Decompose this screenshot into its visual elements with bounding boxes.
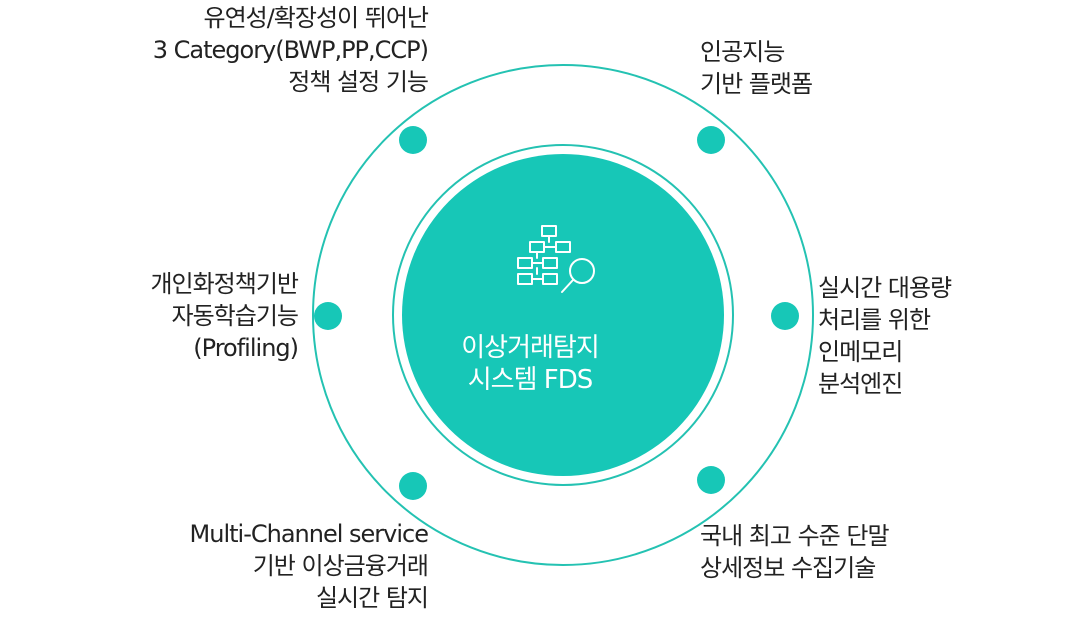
feature-bottom-right-line-2: 상세정보 수집기술 bbox=[700, 554, 876, 582]
center-circle bbox=[402, 154, 724, 476]
feature-middle-right-line-4: 분석엔진 bbox=[818, 370, 903, 398]
org-chart-search-icon bbox=[517, 225, 595, 293]
feature-top-left-line-2: 3 Category(BWP,PP,CCP) bbox=[152, 36, 429, 64]
feature-bottom-left: Multi-Channel service 기반 이상금융거래 실시간 탐지 bbox=[189, 518, 429, 614]
node-dot-bottom-right bbox=[697, 466, 725, 494]
feature-middle-left-line-1: 개인화정책기반 bbox=[150, 270, 299, 298]
feature-bottom-left-line-3: 실시간 탐지 bbox=[315, 584, 429, 612]
node-dot-bottom-left bbox=[399, 472, 427, 500]
center-title-line-1: 이상거래탐지 bbox=[461, 333, 600, 363]
feature-top-right-line-1: 인공지능 bbox=[700, 38, 785, 66]
feature-bottom-right-line-1: 국내 최고 수준 단말 bbox=[700, 522, 890, 550]
feature-middle-left: 개인화정책기반 자동학습기능 (Profiling) bbox=[150, 268, 299, 364]
feature-middle-left-line-3: (Profiling) bbox=[193, 334, 299, 362]
node-dot-top-left bbox=[399, 126, 427, 154]
node-dot-top-right bbox=[697, 126, 725, 154]
feature-bottom-left-line-2: 기반 이상금융거래 bbox=[252, 552, 429, 580]
feature-middle-right-line-2: 처리를 위한 bbox=[818, 306, 931, 334]
node-dot-middle-right bbox=[771, 302, 799, 330]
inner-ring bbox=[392, 144, 734, 486]
feature-bottom-right: 국내 최고 수준 단말 상세정보 수집기술 bbox=[700, 520, 890, 584]
feature-bottom-left-line-1: Multi-Channel service bbox=[189, 520, 429, 548]
feature-middle-right-line-3: 인메모리 bbox=[818, 338, 903, 366]
center-title: 이상거래탐지 시스템 FDS bbox=[400, 332, 660, 396]
outer-ring bbox=[312, 64, 814, 566]
feature-top-right-line-2: 기반 플랫폼 bbox=[700, 70, 813, 98]
feature-top-right: 인공지능 기반 플랫폼 bbox=[700, 36, 813, 100]
feature-middle-right-line-1: 실시간 대용량 bbox=[818, 274, 952, 302]
feature-middle-right: 실시간 대용량 처리를 위한 인메모리 분석엔진 bbox=[818, 272, 952, 400]
feature-top-left-line-3: 정책 설정 기능 bbox=[288, 68, 429, 96]
feature-middle-left-line-2: 자동학습기능 bbox=[171, 302, 299, 330]
node-dot-middle-left bbox=[314, 302, 342, 330]
feature-top-left-line-1: 유연성/확장성이 뛰어난 bbox=[203, 4, 429, 32]
center-title-line-2: 시스템 FDS bbox=[467, 365, 594, 395]
feature-top-left: 유연성/확장성이 뛰어난 3 Category(BWP,PP,CCP) 정책 설… bbox=[152, 2, 429, 98]
